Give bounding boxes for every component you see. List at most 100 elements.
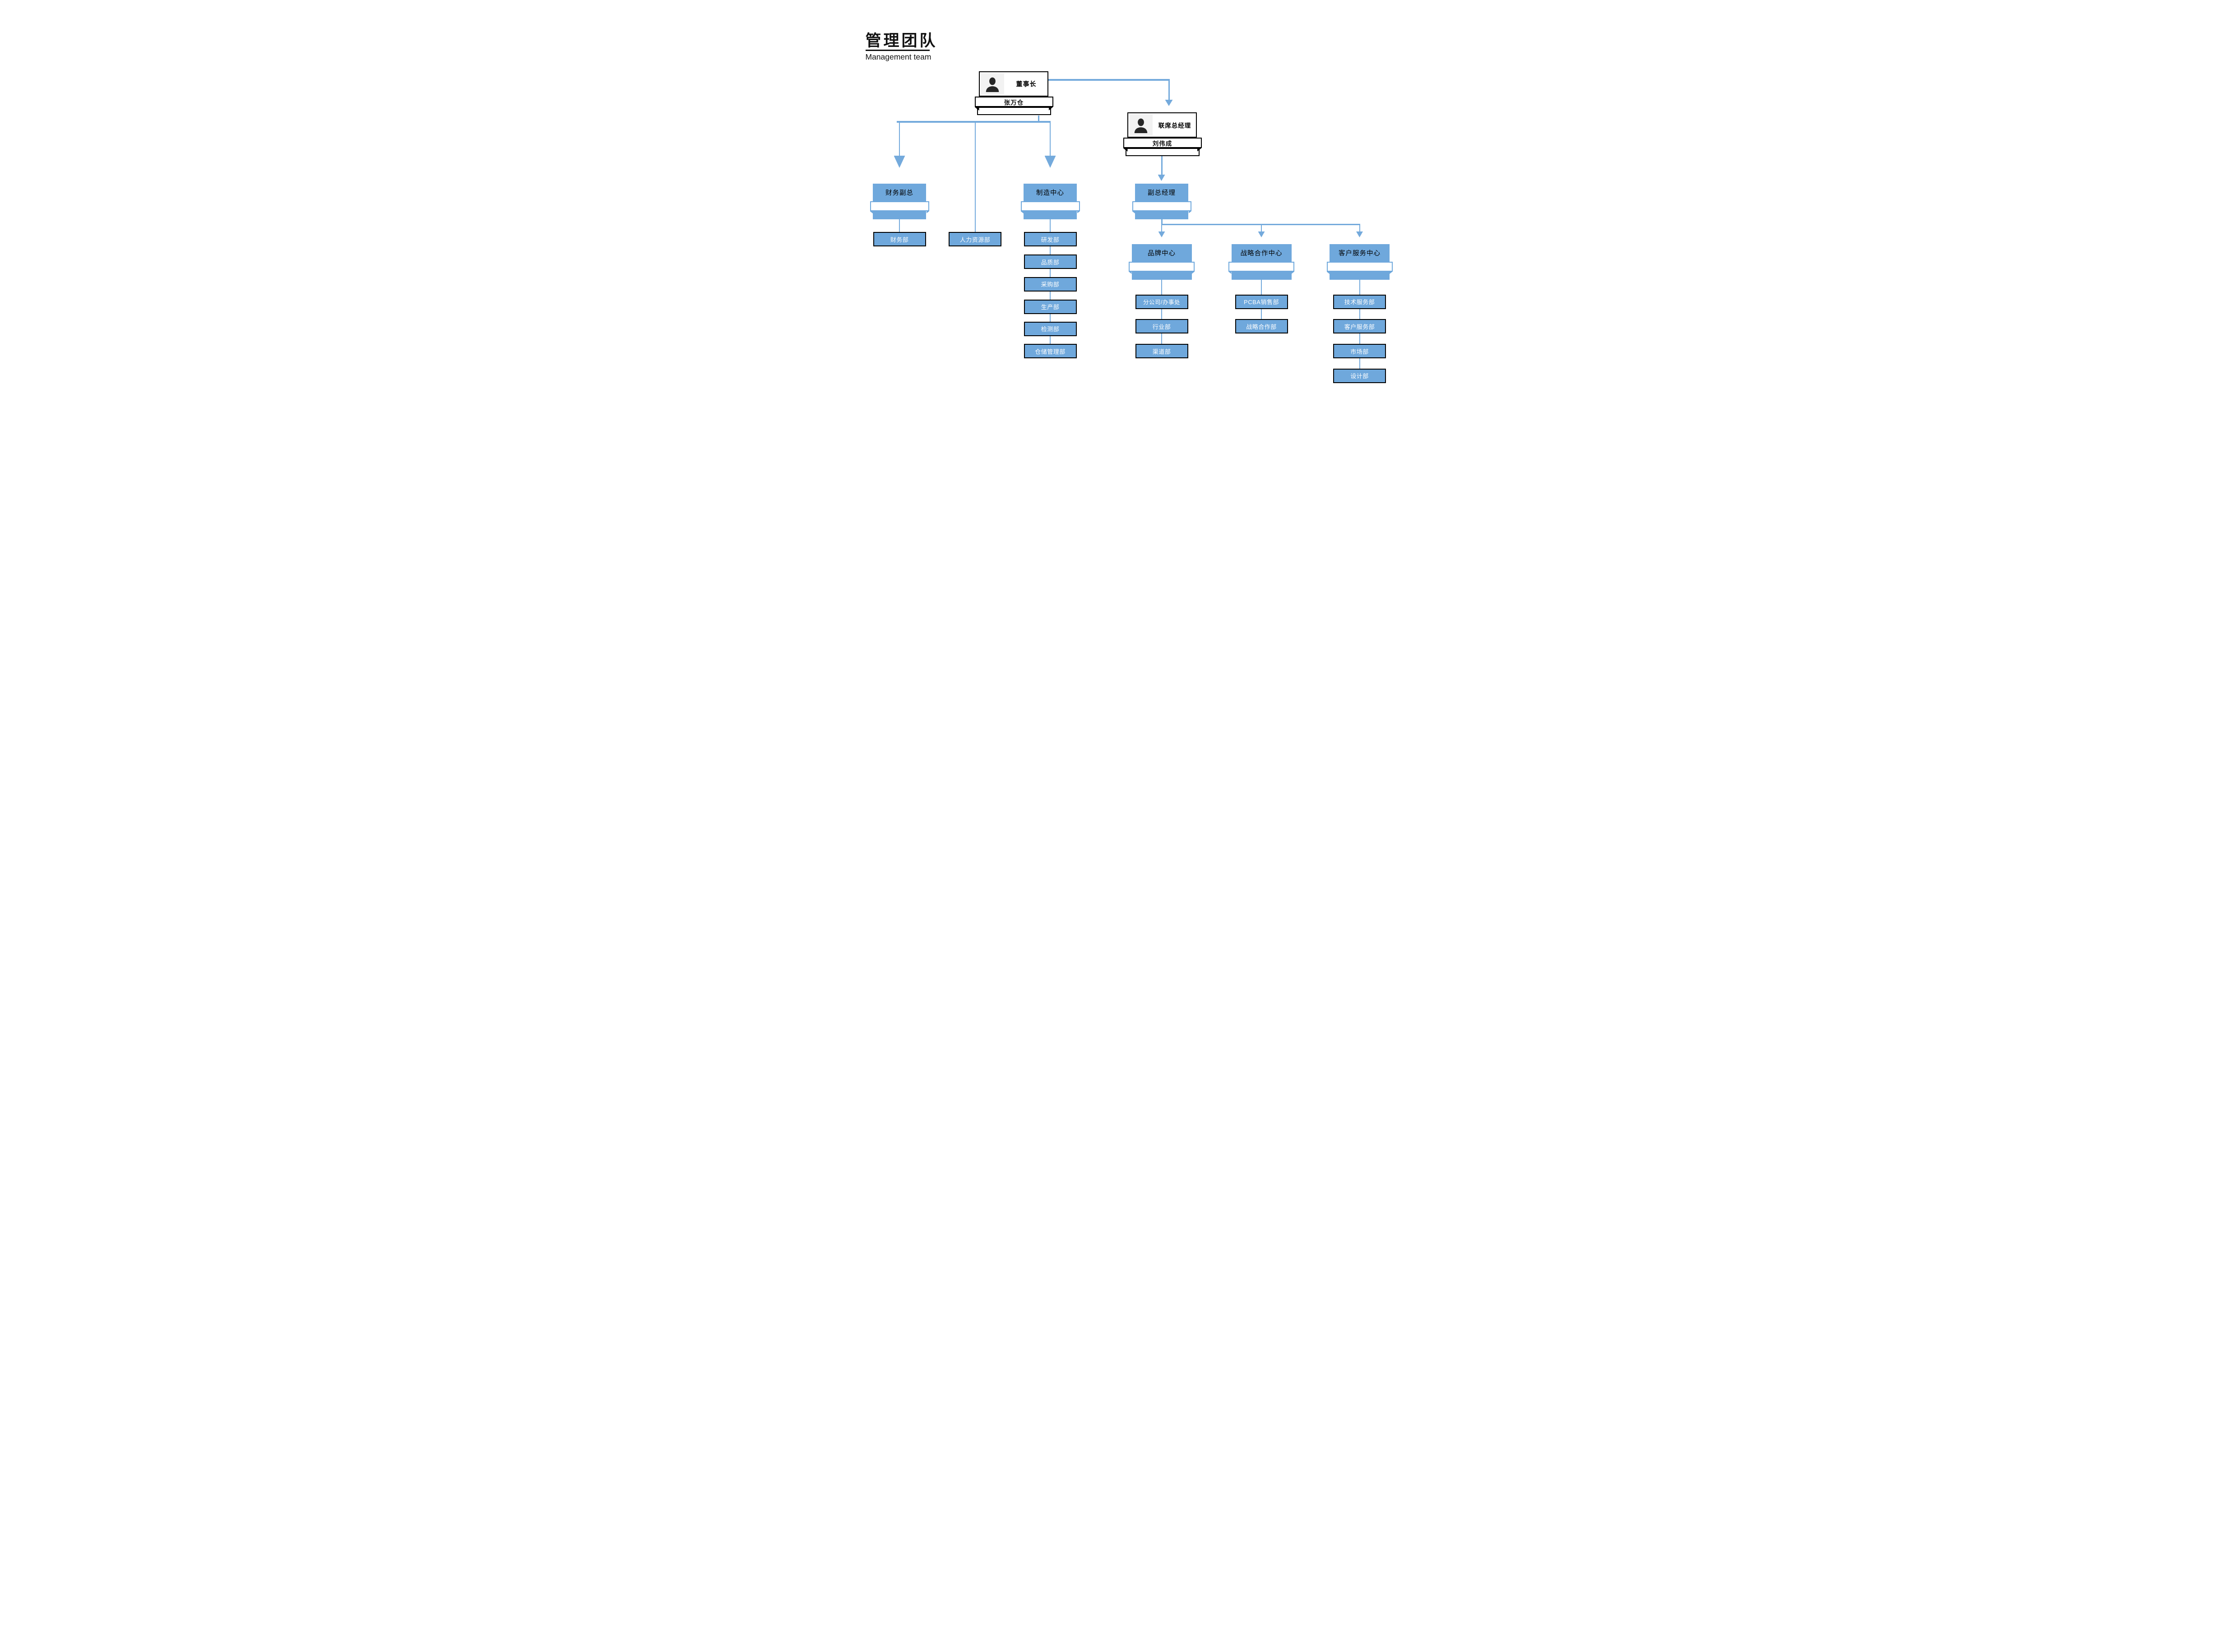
fold-corner <box>1132 211 1135 213</box>
node-finance-vp-banner <box>870 201 929 211</box>
node-strategic-banner <box>1228 262 1294 272</box>
dept-box: 财务部 <box>873 232 926 246</box>
dept-box: 战略合作部 <box>1235 319 1288 333</box>
connector <box>1359 280 1360 295</box>
connector <box>1161 333 1162 344</box>
fold-corner <box>1048 107 1053 111</box>
node-finance-vp-base <box>873 211 926 219</box>
dept-box: 分公司/办事处 <box>1135 294 1188 309</box>
connector <box>1261 309 1262 319</box>
node-manufacturing-banner <box>1020 201 1080 211</box>
dept-box: 检测部 <box>1024 321 1077 336</box>
node-deputy-gm-banner <box>1132 201 1191 211</box>
arrow-down <box>1158 175 1165 181</box>
node-brand-banner <box>1129 262 1195 272</box>
connector-chairman-drop <box>1038 116 1039 121</box>
chairman-name: 张万仓 <box>974 97 1053 107</box>
node-brand-center: 品牌中心 <box>1131 244 1192 262</box>
node-finance-vp: 财务副总 <box>873 184 926 201</box>
fold-corner <box>1123 148 1128 152</box>
co-gm-photo <box>1129 114 1153 136</box>
arrow-down <box>1165 100 1173 106</box>
connector <box>1359 358 1360 369</box>
arrow-down <box>1044 156 1056 168</box>
node-brand-base <box>1131 272 1192 280</box>
fold-corner <box>1228 272 1232 274</box>
dept-box: 市场部 <box>1333 344 1386 358</box>
node-strategic-base <box>1231 272 1292 280</box>
dept-box: 生产部 <box>1024 299 1077 314</box>
dept-box: PCBA销售部 <box>1235 294 1288 309</box>
node-customer-center: 客户服务中心 <box>1330 244 1390 262</box>
arrow-down <box>1158 231 1165 237</box>
page-subtitle: Management team <box>865 52 931 61</box>
node-strategic-center: 战略合作中心 <box>1231 244 1292 262</box>
connector <box>1050 269 1051 277</box>
node-manufacturing-center: 制造中心 <box>1024 184 1077 201</box>
connector-chairman-cogm-h <box>1048 79 1170 81</box>
fold-corner <box>1197 148 1202 152</box>
fold-corner <box>870 211 873 213</box>
node-customer-banner <box>1326 262 1393 272</box>
connector-cogm-deputy <box>1161 156 1163 175</box>
connector-drop-brand <box>1161 225 1162 231</box>
fold-corner <box>1291 272 1294 274</box>
arrow-down <box>894 156 905 168</box>
connector-drop-hr <box>974 122 976 232</box>
connector-left-branch <box>896 121 1051 123</box>
dept-box: 渠道部 <box>1135 344 1188 358</box>
connector-chairman-cogm-v <box>1168 79 1170 100</box>
dept-box: 采购部 <box>1024 277 1077 292</box>
arrow-down <box>1258 231 1265 237</box>
node-manufacturing-base <box>1024 211 1077 219</box>
connector <box>1050 219 1051 232</box>
fold-corner <box>926 211 929 213</box>
co-gm-card-base <box>1125 148 1200 156</box>
connector <box>1161 280 1162 295</box>
fold-corner <box>1191 272 1195 274</box>
dept-box: 人力资源部 <box>949 232 1001 246</box>
connector-right-branch <box>1161 224 1360 225</box>
node-deputy-gm-base <box>1135 211 1188 219</box>
fold-corner <box>1077 211 1080 213</box>
dept-box: 客户服务部 <box>1333 319 1386 333</box>
node-deputy-gm: 副总经理 <box>1135 184 1188 201</box>
page-title: 管理团队 <box>865 32 938 50</box>
fold-corner <box>1326 272 1330 274</box>
dept-box: 仓储管理部 <box>1024 344 1077 358</box>
fold-corner <box>974 107 979 111</box>
dept-box: 研发部 <box>1024 232 1077 246</box>
chairman-card-base <box>977 107 1051 115</box>
node-customer-base <box>1330 272 1390 280</box>
title-underline <box>865 50 930 51</box>
connector-drop-customer <box>1359 225 1360 231</box>
dept-box: 技术服务部 <box>1333 294 1386 309</box>
dept-box: 行业部 <box>1135 319 1188 333</box>
connector <box>1261 280 1262 295</box>
co-gm-title: 联席总经理 <box>1158 122 1191 129</box>
connector <box>899 219 900 232</box>
person-icon <box>986 77 999 92</box>
connector-drop-strategic <box>1261 225 1262 231</box>
connector-drop-finance <box>899 122 900 156</box>
connector <box>1359 333 1360 344</box>
connector <box>1050 291 1051 300</box>
fold-corner <box>1188 211 1191 213</box>
arrow-down <box>1356 231 1363 237</box>
fold-corner <box>1129 272 1132 274</box>
fold-corner <box>1390 272 1393 274</box>
dept-box: 设计部 <box>1333 368 1386 383</box>
co-gm-name: 刘伟成 <box>1123 138 1202 148</box>
connector <box>1161 309 1162 319</box>
connector-drop-manufacturing <box>1049 122 1051 156</box>
connector-deputy-drop <box>1161 219 1163 224</box>
dept-box: 品质部 <box>1024 255 1077 269</box>
org-chart-canvas: 管理团队 Management team 董事长 张万仓 联席总经理 刘伟成 财… <box>839 0 1399 413</box>
connector <box>1050 336 1051 344</box>
fold-corner <box>1020 211 1024 213</box>
connector <box>1359 309 1360 319</box>
connector <box>1050 246 1051 255</box>
person-icon <box>1134 118 1147 133</box>
chairman-title: 董事长 <box>1016 80 1037 88</box>
chairman-photo <box>980 73 1004 95</box>
